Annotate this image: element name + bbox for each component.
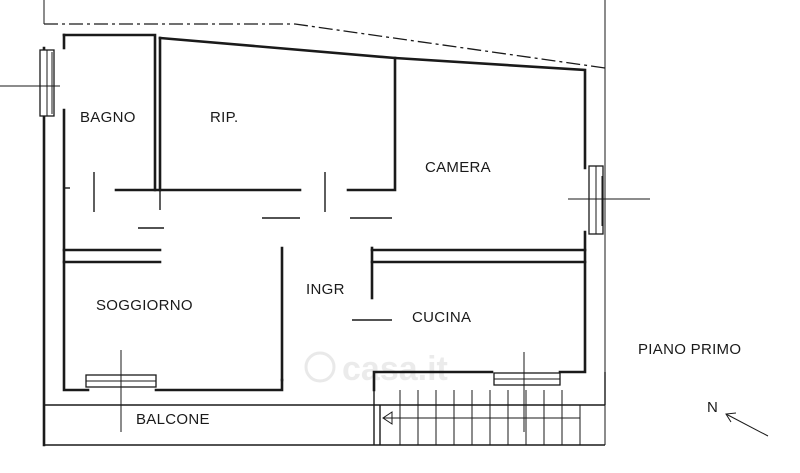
watermark-logo: casa.it bbox=[304, 350, 448, 388]
room-label-bagno: BAGNO bbox=[80, 109, 136, 126]
north-arrow-icon: N bbox=[707, 399, 769, 437]
watermark-text: casa.it bbox=[342, 350, 448, 388]
window-camera bbox=[568, 165, 650, 235]
staircase bbox=[373, 390, 581, 445]
window-soggiorno bbox=[85, 350, 157, 432]
north-label: N bbox=[707, 399, 718, 416]
room-label-soggiorno: SOGGIORNO bbox=[96, 297, 193, 314]
room-label-ripostiglio: RIP. bbox=[210, 109, 238, 126]
room-label-balcone: BALCONE bbox=[136, 411, 210, 428]
floor-label: PIANO PRIMO bbox=[638, 341, 741, 358]
interior-walls bbox=[62, 36, 587, 382]
window-cucina bbox=[493, 352, 561, 432]
window-bagno bbox=[0, 49, 60, 117]
room-label-camera: CAMERA bbox=[425, 159, 491, 176]
room-label-cucina: CUCINA bbox=[412, 309, 471, 326]
room-label-ingresso: INGR bbox=[306, 281, 345, 298]
